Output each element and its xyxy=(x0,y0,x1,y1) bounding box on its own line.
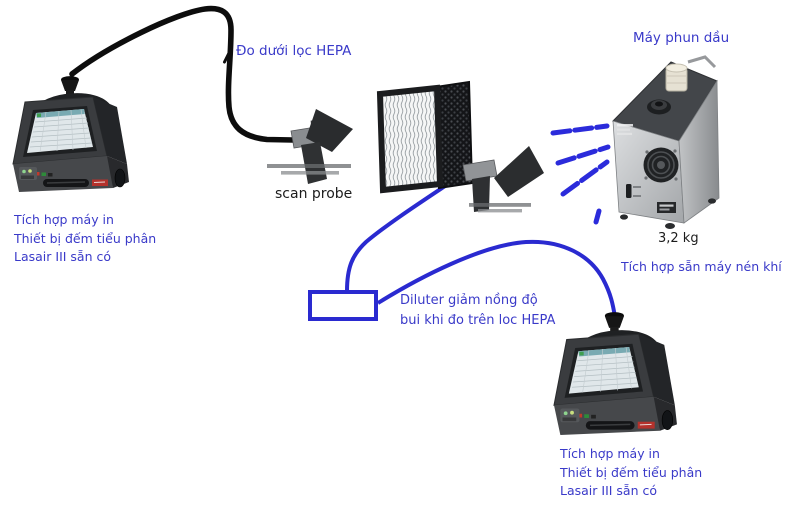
spec-label-blur xyxy=(617,124,633,135)
inlet-fitting xyxy=(647,99,671,115)
caption-left-counter: Tích hợp máy in Thiết bị đếm tiểu phân L… xyxy=(14,212,156,268)
oil-sprayer-generator xyxy=(612,55,720,229)
diluter-note-line2: bui khi đo trên loc HEPA xyxy=(400,313,556,328)
generator-side xyxy=(678,79,720,224)
probe-grip xyxy=(301,142,327,184)
label-diluter-note: Diluter giảm nồng độ bui khi đo trên loc… xyxy=(400,291,555,331)
diluter-box xyxy=(308,290,378,321)
tube-probe-to-diluter xyxy=(345,172,465,292)
generator-logo xyxy=(657,202,676,213)
probe-caption-blur xyxy=(267,164,351,175)
label-scan-probe: scan probe xyxy=(275,186,353,202)
label-measure-under-hepa: Đo dưới lọc HEPA xyxy=(236,43,352,59)
outlet-nozzle xyxy=(665,63,688,92)
probe-cone xyxy=(306,109,353,152)
fan-grille xyxy=(643,147,679,183)
power-switch xyxy=(626,184,632,198)
tube-connector-nub xyxy=(223,51,231,64)
probe-caption-blur xyxy=(469,203,531,213)
generator-handle xyxy=(687,55,717,69)
scan-probe-1 xyxy=(267,109,353,184)
label-sprayer-weight: 3,2 kg xyxy=(658,231,699,246)
aerosol-spray-lines xyxy=(550,123,611,225)
label-oil-sprayer-title: Máy phun dầu xyxy=(633,30,730,46)
label-compressor-note: Tích hợp sẵn máy nén khí xyxy=(621,259,782,274)
caption-line: Thiết bị đếm tiểu phân xyxy=(560,464,703,480)
caption-line: Thiết bị đếm tiểu phân xyxy=(14,230,157,246)
particle-counter-left xyxy=(13,76,129,192)
probe-cone xyxy=(494,146,544,197)
sample-tube-black xyxy=(69,5,296,143)
caption-bottom-counter: Tích hợp máy in Thiết bị đếm tiểu phân L… xyxy=(560,446,702,502)
filter-media-front xyxy=(376,84,444,194)
caption-line: Lasair III sẵn có xyxy=(14,249,112,264)
hepa-filter xyxy=(376,80,474,194)
caption-line: Tích hợp máy in xyxy=(560,446,660,461)
tube-diluter-to-counter xyxy=(376,239,617,318)
scan-probe-2 xyxy=(462,146,544,213)
caption-line: Lasair III sẵn có xyxy=(560,483,658,498)
diluter-note-line1: Diluter giảm nồng độ xyxy=(400,293,538,308)
particle-counter-bottom xyxy=(554,312,677,435)
caption-line: Tích hợp máy in xyxy=(14,212,114,227)
